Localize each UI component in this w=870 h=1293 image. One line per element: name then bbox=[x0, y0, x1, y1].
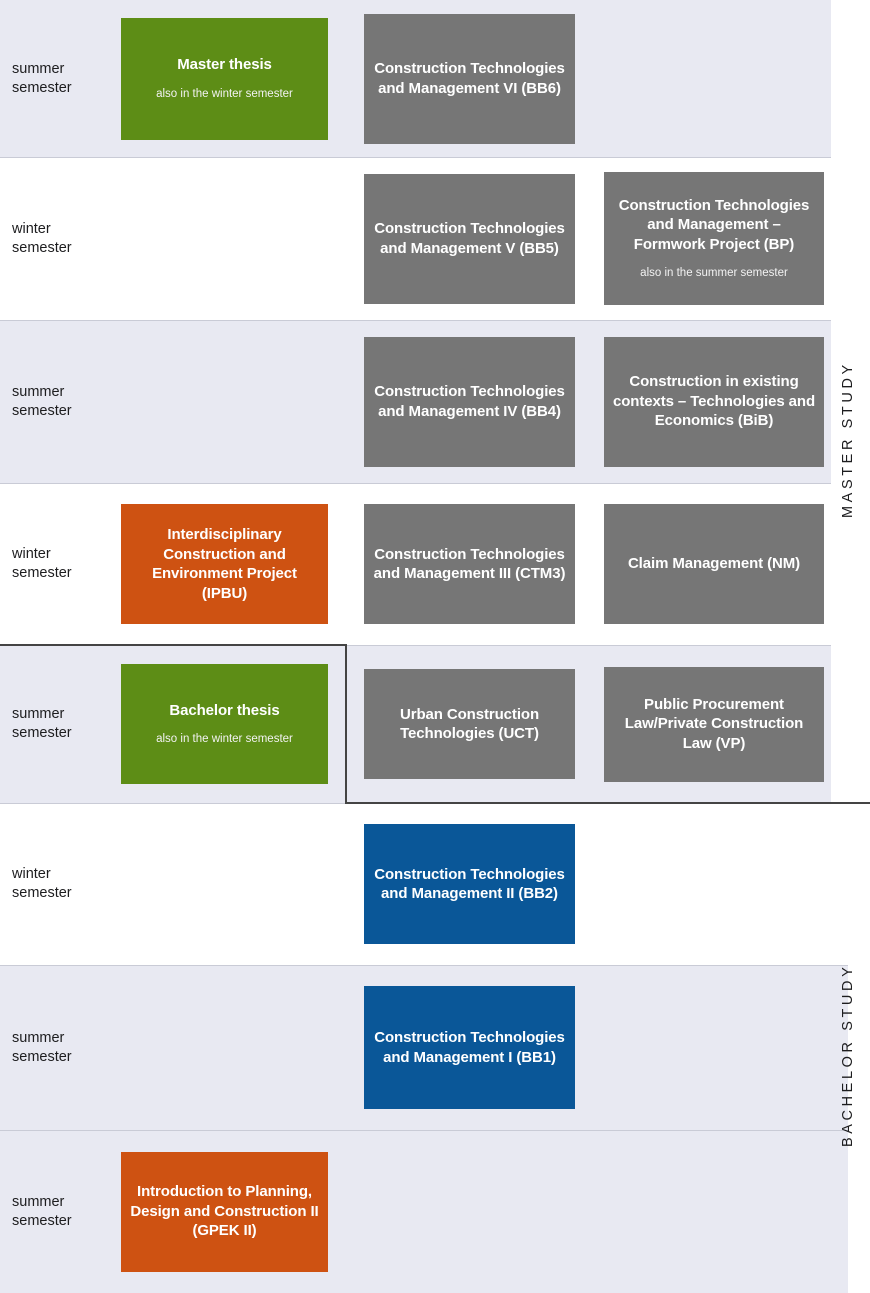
course-title: Construction Technologies and Management… bbox=[373, 545, 566, 583]
course-card[interactable]: Construction in existing contexts – Tech… bbox=[604, 336, 824, 467]
semester-label: summer semester bbox=[12, 706, 72, 741]
semester-label: summer semester bbox=[12, 1193, 72, 1229]
course-card[interactable]: Construction Technologies and Management… bbox=[364, 824, 575, 944]
course-card[interactable]: Construction Technologies and Management… bbox=[364, 504, 575, 624]
course-card[interactable]: Urban Construction Technologies (UCT) bbox=[364, 669, 575, 779]
course-note: also in the winter semester bbox=[156, 87, 293, 100]
study-level-divider-3 bbox=[345, 802, 870, 804]
course-card[interactable]: Introduction to Planning, Design and Con… bbox=[121, 1151, 328, 1272]
course-card[interactable]: Construction Technologies and Management… bbox=[604, 172, 824, 305]
course-title: Bachelor thesis bbox=[169, 701, 280, 719]
course-title: Construction in existing contexts – Tech… bbox=[612, 373, 816, 430]
course-title: Construction Technologies and Management… bbox=[374, 60, 565, 97]
course-card[interactable]: Interdisciplinary Construction and Envir… bbox=[121, 504, 328, 624]
row-separator bbox=[0, 1130, 848, 1131]
semester-label: summer semester bbox=[12, 1029, 72, 1065]
course-card[interactable]: Bachelor thesis also in the winter semest… bbox=[121, 664, 328, 784]
course-card[interactable]: Master thesis also in the winter semester bbox=[121, 17, 328, 140]
study-level-label: MASTER STUDY bbox=[840, 361, 856, 519]
course-card[interactable]: Claim Management (NM) bbox=[604, 504, 824, 624]
semester-label: summer semester bbox=[12, 60, 72, 96]
semester-label: winter semester bbox=[12, 546, 72, 581]
row-separator bbox=[0, 483, 831, 484]
course-note: also in the summer semester bbox=[640, 267, 788, 280]
course-card[interactable]: Construction Technologies and Management… bbox=[364, 173, 575, 304]
course-title: Construction Technologies and Management… bbox=[618, 196, 810, 253]
semester-label: summer semester bbox=[12, 383, 72, 419]
course-title: Construction Technologies and Management… bbox=[374, 865, 565, 903]
course-title: Master thesis bbox=[177, 56, 272, 74]
course-title: Construction Technologies and Management… bbox=[374, 1029, 565, 1066]
course-title: Public Procurement Law/Private Construct… bbox=[624, 695, 804, 752]
course-note: also in the winter semester bbox=[156, 733, 293, 746]
semester-label: winter semester bbox=[12, 220, 72, 256]
study-level-divider-2 bbox=[345, 644, 347, 804]
course-card[interactable]: Public Procurement Law/Private Construct… bbox=[604, 666, 824, 782]
course-card[interactable]: Construction Technologies and Management… bbox=[364, 336, 575, 467]
course-card[interactable]: Construction Technologies and Management… bbox=[364, 13, 575, 144]
row-separator bbox=[0, 965, 848, 966]
study-level-divider-1 bbox=[0, 644, 347, 646]
course-title: Interdisciplinary Construction and Envir… bbox=[152, 526, 297, 602]
row-separator bbox=[0, 645, 831, 646]
course-title: Construction Technologies and Management… bbox=[374, 220, 565, 257]
course-card[interactable]: Construction Technologies and Management… bbox=[364, 986, 575, 1109]
row-separator bbox=[0, 320, 831, 321]
study-level-label: BACHELOR STUDY bbox=[840, 963, 856, 1147]
course-title: Claim Management (NM) bbox=[627, 555, 801, 573]
semester-label: winter semester bbox=[12, 866, 72, 901]
row-separator bbox=[0, 157, 831, 158]
course-title: Construction Technologies and Management… bbox=[374, 383, 565, 420]
course-title: Introduction to Planning, Design and Con… bbox=[130, 1183, 319, 1240]
course-title: Urban Construction Technologies (UCT) bbox=[399, 705, 540, 743]
